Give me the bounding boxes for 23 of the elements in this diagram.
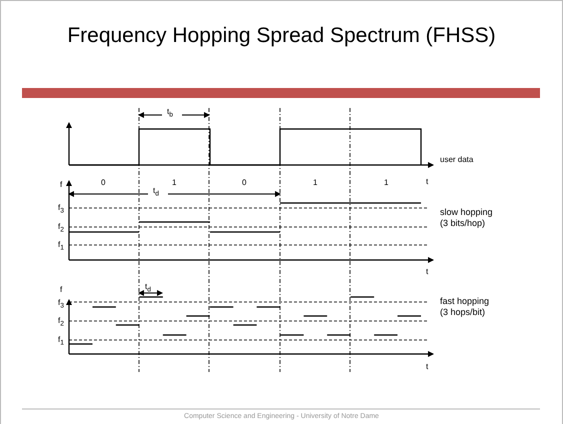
axis-label: f$_{2}$ (58, 221, 64, 236)
bit-value: 0 (101, 177, 106, 188)
axis-label: f$_{2}$ (58, 315, 64, 330)
axis-label: f$_{3}$ (58, 297, 64, 312)
axis-label: f (60, 284, 62, 295)
axis-label: t (426, 361, 428, 372)
bit-value: 1 (384, 177, 388, 188)
signal-label: user data (440, 154, 474, 165)
axis-label: f (60, 179, 62, 190)
bit-value: 1 (172, 177, 176, 188)
axis-label: f$_{3}$ (58, 202, 64, 217)
timing-label: t$_{d}$ (153, 185, 159, 200)
axis-label: f$_{1}$ (58, 334, 64, 349)
axis-label: t (426, 176, 428, 187)
signal-label: slow hopping (3 bits/hop) (440, 207, 494, 229)
timing-label: t$_{b}$ (167, 106, 173, 121)
timing-label: t$_{d}$ (145, 281, 151, 296)
axis-label: t (426, 266, 428, 277)
signal-label: fast hopping (3 hops/bit) (440, 296, 490, 318)
bit-value: 0 (242, 177, 246, 188)
axis-label: f$_{1}$ (58, 239, 64, 254)
bit-value: 1 (313, 177, 318, 188)
slide-title: Frequency Hopping Spread Spectrum (FHSS) (66, 24, 497, 48)
